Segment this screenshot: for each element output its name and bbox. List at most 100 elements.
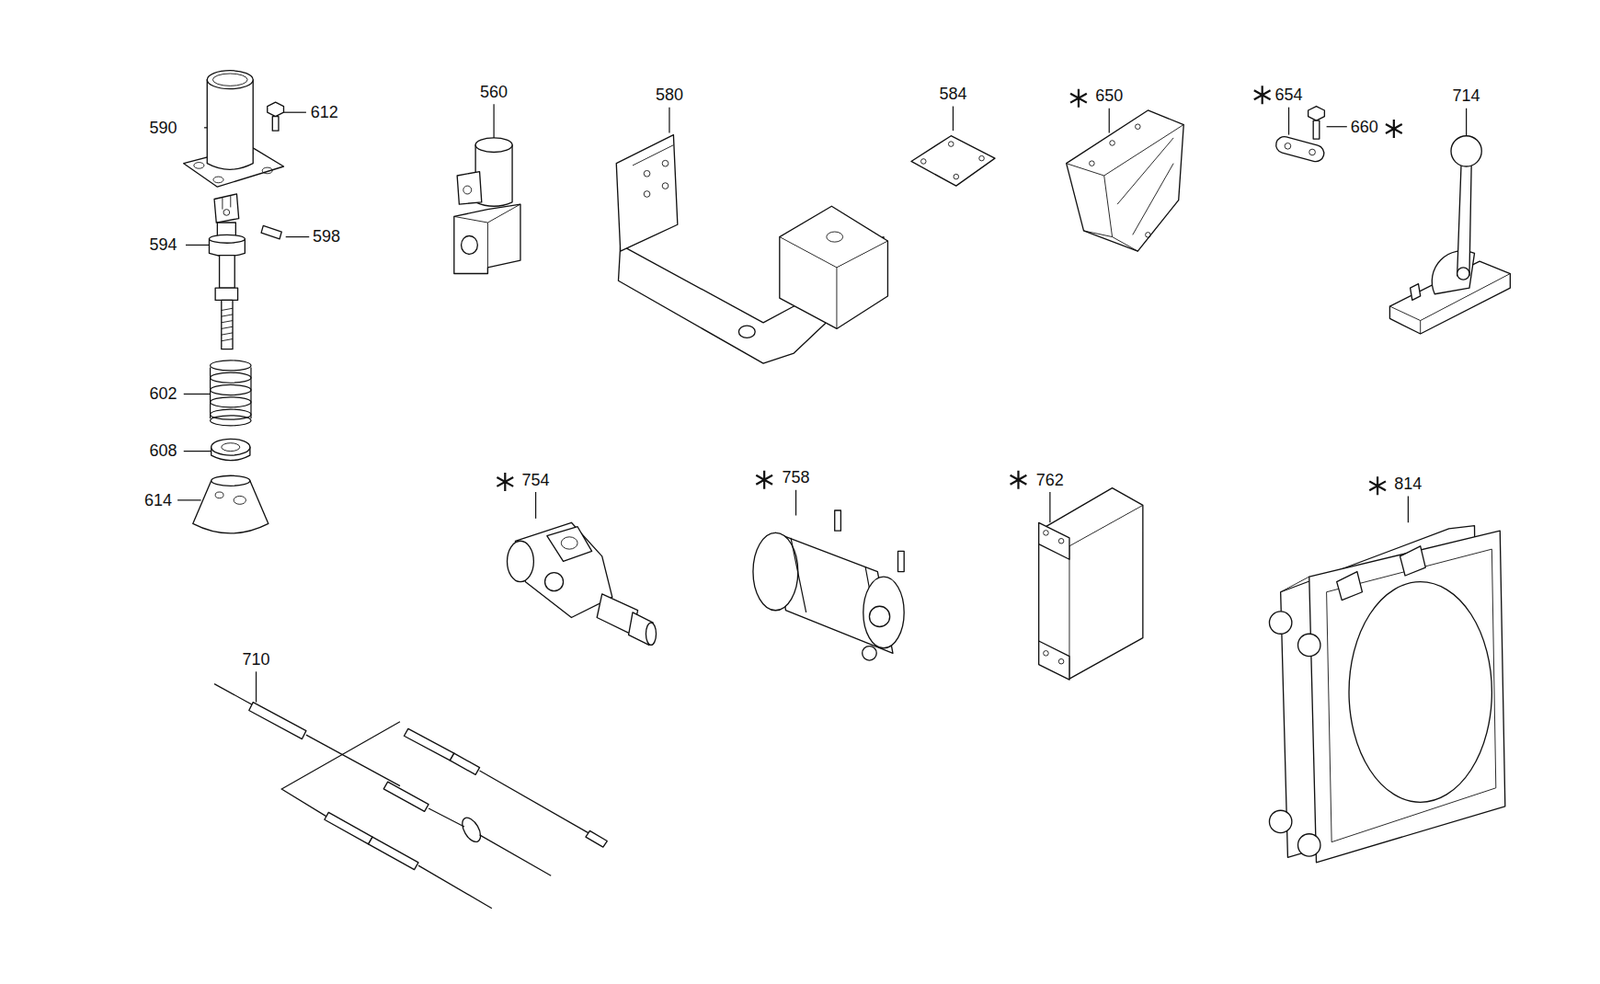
bracket-650-part [1066,125,1185,252]
solenoid-valve-560-part [454,204,521,274]
pump-758-part [862,646,878,662]
lever-714-part [1410,284,1421,301]
spring-602-part [183,393,211,395]
callout-number: 654 [1273,85,1305,104]
bracket-580-part [668,107,670,134]
bolt-612-part [267,102,285,117]
bracket-580-part [826,231,844,242]
tube-flange-590 [183,70,285,188]
spring-602-part [210,397,252,408]
valve-754-part [535,491,537,519]
solenoid-valve-560-part [457,171,482,206]
asterisk-symbols-part [1254,85,1271,104]
cone-614-part [215,491,224,499]
radiator-814-part [1337,571,1363,601]
solenoid-valve-560-part [461,235,479,254]
solenoid-valve-560 [454,103,521,274]
spring-602-part [210,360,252,371]
radiator-814-part [1280,548,1497,842]
solenoid-valve-560-part [492,103,494,138]
pump-758-part [868,605,890,627]
callout-number: 710 [240,650,273,669]
plunger-594-part [219,255,236,289]
bolt-612 [267,102,307,131]
cable-set-710-part [281,721,400,817]
radiator-814-part [1268,810,1292,833]
cone-614-part [177,499,202,501]
spring-602-part [210,415,252,426]
bracket-580-part [738,325,755,338]
callout-number: 590 [148,118,180,138]
callout-number: 814 [1392,474,1424,493]
cable-set-710-part [480,770,593,835]
bracket-650-part [1109,140,1116,147]
bracket-580-part [643,170,651,177]
pump-758-part [753,532,799,610]
bolt-612-part [272,116,279,132]
bracket-650-part [1089,160,1096,167]
plunger-594-part [215,287,238,300]
radiator-814-part [1407,495,1409,523]
cooler-762-part [1058,658,1064,664]
cone-614 [177,475,269,534]
asterisk-symbols-part [1369,476,1386,495]
spring-602-part [210,409,252,420]
cable-set-710-part [306,734,400,786]
callout-number: 560 [478,82,510,102]
bracket-580 [616,107,888,365]
radiator-814-part [1348,582,1492,803]
lever-714-part [1457,163,1473,276]
spring-602 [183,360,252,426]
radiator-814-part [1298,633,1321,656]
tube-flange-590-part [206,70,253,90]
cable-set-710-part [249,702,307,740]
cable-set-710-part [383,781,429,812]
callout-number: 580 [653,85,686,104]
cable-set-710-part [214,684,255,707]
tube-flange-590-part [213,176,224,183]
solenoid-valve-560-part [475,137,513,153]
washer-608-part [221,443,240,452]
tube-flange-590-part [194,162,205,170]
valve-754-part [507,540,535,582]
bracket-580-part [662,182,669,190]
bracket-580-part [662,160,669,167]
asterisk-symbols-part [755,470,773,490]
pump-758-part [795,490,797,516]
plunger-594-part [214,194,240,223]
callout-number: 584 [937,84,969,103]
plunger-594-part [222,194,231,210]
pin-598-part [285,236,310,238]
plunger-594-part [208,234,245,243]
cable-set-710-part [428,808,551,876]
solenoid-valve-560-part [463,185,472,195]
bracket-650-part [1135,124,1142,130]
cable-set-710-part [418,865,492,909]
plate-584-part [979,155,985,161]
bolt-612-part [283,112,306,114]
plate-584-part [952,106,954,132]
bracket-580-part [779,205,889,329]
cooler-762 [1039,488,1143,681]
link-plate-654-part [1284,142,1292,149]
cone-614-part [193,480,269,534]
lever-714-part [1451,136,1482,167]
radiator-814-part [1309,530,1506,863]
valve-754-part [547,526,593,562]
cable-set-710-part [403,728,454,760]
bracket-580-part [779,237,889,330]
bolt-660-part [1313,120,1320,139]
plate-584-part [953,173,960,180]
plunger-594-part [221,308,233,342]
pump-758-part [863,576,904,649]
cable-set-710-part [449,753,480,775]
callout-number: 594 [148,235,180,254]
tube-flange-590-part [262,167,273,174]
tube-flange-590-part [204,126,207,128]
plunger-594-part [223,209,230,217]
cooler-762-part [1058,537,1064,544]
cooler-762-part [1049,491,1051,523]
asterisk-symbols-part [1070,89,1087,108]
plate-584-part [948,141,954,148]
